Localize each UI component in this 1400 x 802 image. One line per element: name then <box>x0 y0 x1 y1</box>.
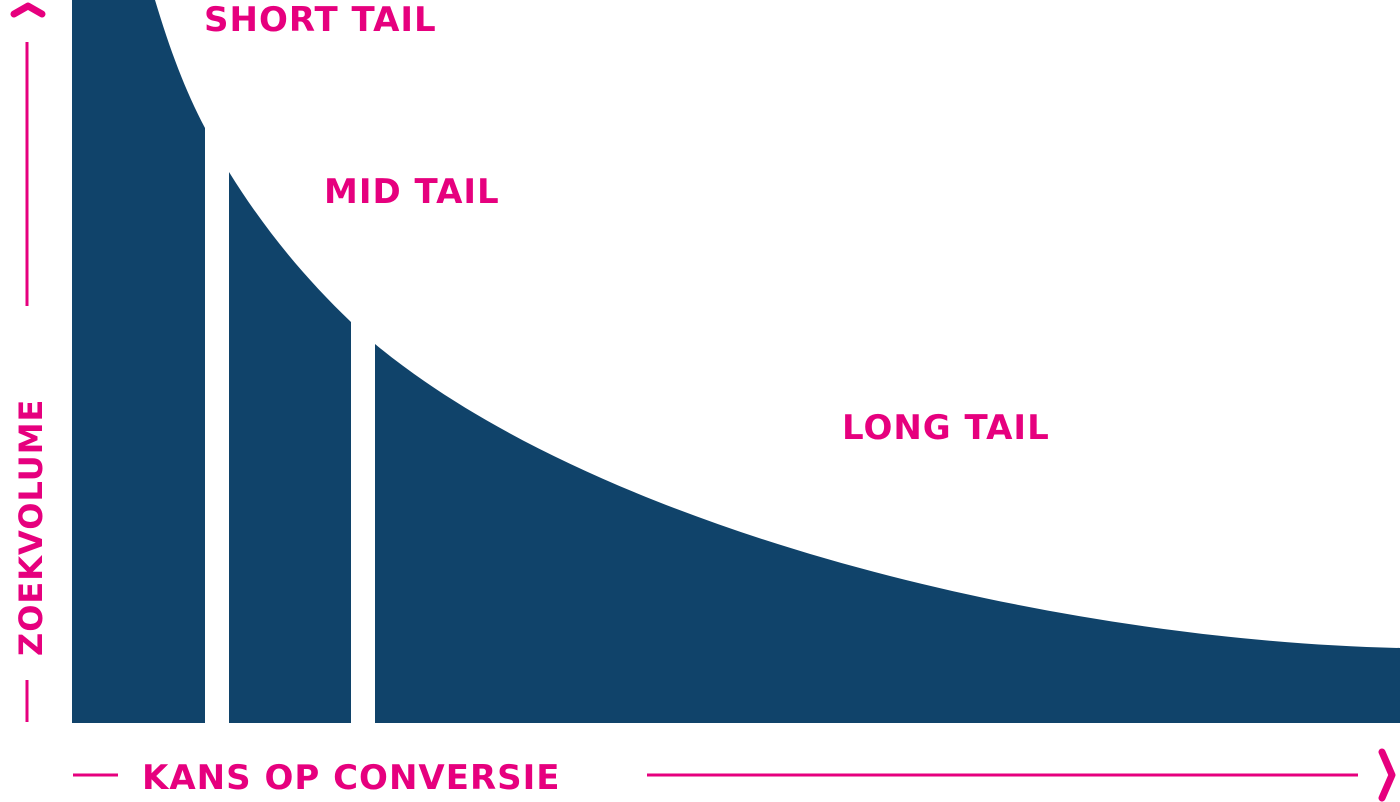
y-axis-arrow-icon <box>10 2 46 18</box>
y-axis-label: ZOEKVOLUME <box>12 399 50 656</box>
long-tail-label: LONG TAIL <box>842 408 1050 448</box>
mid-tail-area <box>229 172 351 723</box>
long-tail-area <box>375 344 1400 723</box>
x-axis-arrow-icon <box>1378 748 1396 802</box>
mid-tail-label: MID TAIL <box>324 172 500 212</box>
short-tail-label: SHORT TAIL <box>204 0 437 40</box>
short-tail-area <box>72 0 205 723</box>
x-axis-label: KANS OP CONVERSIE <box>142 758 561 798</box>
